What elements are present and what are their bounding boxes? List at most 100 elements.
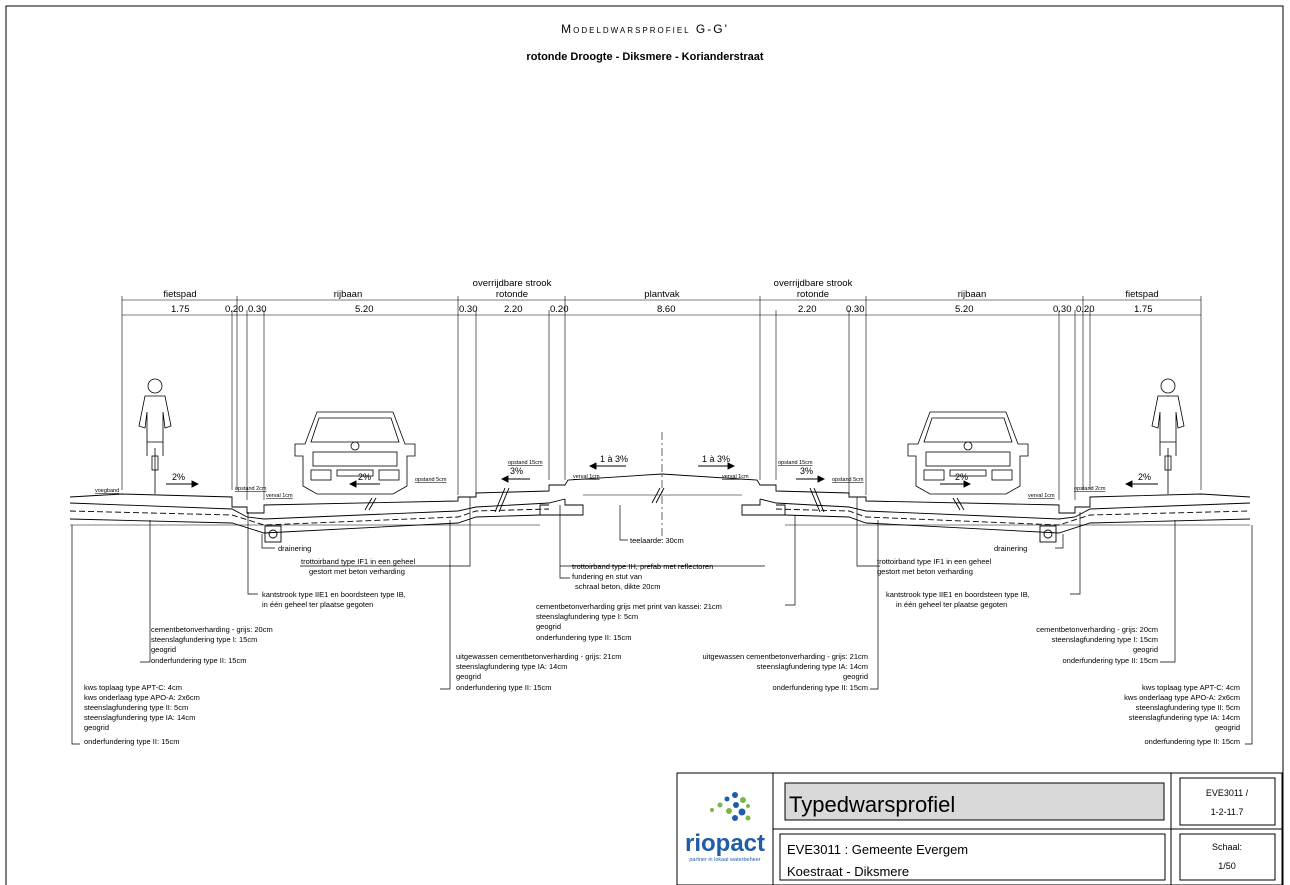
dim-value: 0.20 (225, 304, 244, 315)
leader-lines (71, 497, 1253, 745)
titleblock-scale-value: 1/50 (1218, 861, 1236, 871)
callout-line: steenslagfundering type I: 15cm (1052, 635, 1158, 644)
dim-value: 0.20 (550, 304, 569, 315)
drawing-title: Modeldwarsprofiel G-G' (561, 22, 729, 36)
logo-tagline: partner in lokaal waterbeheer (689, 857, 760, 863)
callout-line: kantstrook type IIE1 en boordsteen type … (886, 590, 1030, 599)
note-drainering: drainering (278, 544, 311, 553)
slope-label: 3% (510, 466, 523, 476)
small-label: voegband (95, 488, 119, 494)
callout-line: steenslagfundering type I: 5cm (536, 612, 638, 621)
title-block-frame (676, 772, 1283, 885)
callout-line: geogrid (151, 645, 176, 654)
small-label: opstand 15cm (508, 460, 543, 466)
callout-line: trottoirband type IH, prefab met reflect… (572, 562, 713, 571)
note-drainering: drainering (994, 544, 1027, 553)
callout-line: steenslagfundering type IA: 14cm (456, 662, 567, 671)
slope-label: 3% (800, 466, 813, 476)
dim-value: 0.30 (248, 304, 267, 315)
dim-value: 8.60 (657, 304, 676, 315)
small-label: opstand 2cm (235, 486, 267, 492)
dim-value: 0.20 (1076, 304, 1095, 315)
callout-line: steenslagfundering type IA: 14cm (757, 662, 868, 671)
dim-value: 0.30 (846, 304, 865, 315)
dim-value: 0.30 (459, 304, 478, 315)
zone-label: overrijdbare strook (774, 278, 853, 289)
callout-line: kws toplaag type APT-C: 4cm (1142, 683, 1240, 692)
note-teelaarde: teelaarde: 30cm (630, 536, 684, 545)
slope-label: 1 à 3% (600, 454, 628, 464)
zone-label: rijbaan (334, 289, 363, 300)
scale-field (1179, 833, 1276, 881)
logo-text: riopact (685, 830, 765, 857)
small-label: opstand 2cm (1074, 486, 1106, 492)
slope-arrows (166, 462, 1158, 488)
callout-line: in één geheel ter plaatse gegoten (262, 600, 373, 609)
car-icon (294, 411, 416, 495)
titleblock-project-1: EVE3011 : Gemeente Evergem (787, 842, 968, 857)
small-label: opstand 5cm (832, 477, 864, 483)
cyclist-icon (138, 378, 172, 494)
zone-label: overrijdbare strook (473, 278, 552, 289)
dim-value: 5.20 (355, 304, 374, 315)
titleblock-scale-label: Schaal: (1212, 842, 1242, 852)
titleblock-project-2: Koestraat - Diksmere (787, 864, 909, 879)
callout-line: in één geheel ter plaatse gegoten (896, 600, 1007, 609)
car-icon (907, 411, 1029, 495)
callout-line: geogrid (1133, 645, 1158, 654)
road-section (69, 432, 1251, 543)
drawing-subtitle: rotonde Droogte - Diksmere - Korianderst… (526, 51, 763, 63)
callout-line: steenslagfundering type II: 5cm (1136, 703, 1240, 712)
small-label: opstand 5cm (415, 477, 447, 483)
zone-label: rotonde (797, 289, 829, 300)
titleblock-code: EVE3011 / (1206, 788, 1249, 798)
zone-label: rotonde (496, 289, 528, 300)
callout-line: onderfundering type II: 15cm (773, 683, 868, 692)
callout-line: geogrid (456, 672, 481, 681)
zone-label: fietspad (1125, 289, 1158, 300)
dim-value: 2.20 (798, 304, 817, 315)
callout-line: onderfundering type II: 15cm (1145, 737, 1240, 746)
callouts: drainering drainering teelaarde: 30cm tr… (84, 536, 1240, 746)
title-field-bg (784, 782, 1165, 821)
callout-line: kws toplaag type APT-C: 4cm (84, 683, 182, 692)
callout-line: uitgewassen cementbetonverharding - grij… (702, 652, 868, 661)
slope-label: 2% (358, 472, 371, 482)
dim-value: 2.20 (504, 304, 523, 315)
callout-line: fundering en stut van (572, 572, 642, 581)
slope-label: 1 à 3% (702, 454, 730, 464)
callout-line: kws onderlaag type APO-A: 2x6cm (84, 693, 200, 702)
callout-line: onderfundering type II: 15cm (84, 737, 179, 746)
callout-line: cementbetonverharding - grijs: 20cm (1036, 625, 1158, 634)
small-label: verval 1cm (573, 474, 600, 480)
riopact-logo: riopact partner in lokaal waterbeheer (685, 792, 765, 863)
slope-label: 2% (172, 472, 185, 482)
callout-line: steenslagfundering type I: 15cm (151, 635, 257, 644)
callout-line: geogrid (1215, 723, 1240, 732)
callout-line: geogrid (84, 723, 109, 732)
small-labels: voegband opstand 2cm verval 1cm opstand … (95, 460, 1106, 499)
dimension-values: 1.75 0.20 0.30 5.20 0.30 2.20 0.20 8.60 … (171, 304, 1153, 315)
cyclist-icon (1151, 378, 1185, 494)
callout-line: onderfundering type II: 15cm (536, 633, 631, 642)
small-label: opstand 15cm (778, 460, 813, 466)
callout-line: gestort met beton verharding (877, 567, 973, 576)
slope-label: 2% (955, 472, 968, 482)
dim-value: 1.75 (1134, 304, 1153, 315)
dim-value: 1.75 (171, 304, 190, 315)
slope-labels: 2% 2% 3% 1 à 3% 1 à 3% 3% 2% 2% (172, 454, 1151, 482)
titleblock-title: Typedwarsprofiel (789, 792, 955, 817)
code-field (1179, 777, 1276, 826)
callout-line: gestort met beton verharding (309, 567, 405, 576)
callout-line: trottoirband type IF1 in een geheel (877, 557, 992, 566)
titleblock-code2: 1-2-11.7 (1211, 807, 1244, 817)
zone-label: fietspad (163, 289, 196, 300)
callout-line: steenslagfundering type II: 5cm (84, 703, 188, 712)
dim-value: 0.30 (1053, 304, 1072, 315)
slope-label: 2% (1138, 472, 1151, 482)
callout-line: geogrid (843, 672, 868, 681)
callout-line: schraal beton, dikte 20cm (575, 582, 660, 591)
zone-label: rijbaan (958, 289, 987, 300)
callout-line: steenslagfundering type IA: 14cm (1129, 713, 1240, 722)
